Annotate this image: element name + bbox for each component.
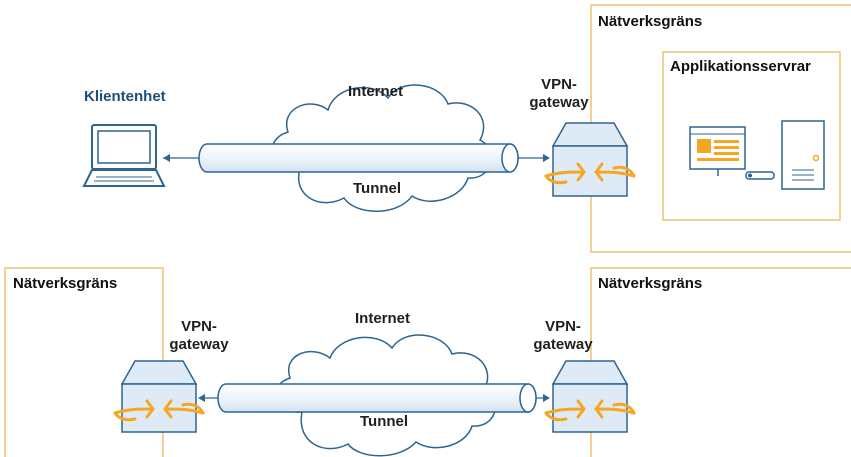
vpn-gateway-label-bottom-left: VPN- gateway [164, 318, 234, 354]
vpn-gateway-label-bottom-right: VPN- gateway [528, 318, 598, 354]
laptop-icon [82, 124, 166, 187]
tunnel-pipe-icon [163, 143, 550, 173]
vpn-gateway-label-line2: gateway [533, 336, 593, 353]
vpn-gateway-label-line2: gateway [529, 94, 589, 111]
internet-label-bottom: Internet [355, 310, 411, 327]
tunnel-label-top: Tunnel [353, 180, 402, 197]
boundary-label-bottom-right: Nätverksgräns [598, 275, 703, 292]
boundary-label-top: Nätverksgräns [598, 13, 703, 30]
application-window-icon [689, 126, 775, 180]
network-boundary-box-bottom-right [590, 267, 851, 457]
vpn-gateway-icon [544, 360, 636, 433]
vpn-gateway-label-line1: VPN- [545, 318, 581, 335]
vpn-gateway-label-top: VPN- gateway [524, 76, 594, 112]
tunnel-label-bottom: Tunnel [360, 413, 409, 430]
vpn-gateway-label-line1: VPN- [181, 318, 217, 335]
vpn-gateway-icon [113, 360, 205, 433]
internet-label-top: Internet [348, 83, 404, 100]
server-tower-icon [781, 120, 825, 190]
vpn-gateway-label-line1: VPN- [541, 76, 577, 93]
app-servers-box [662, 51, 841, 221]
client-label: Klientenhet [84, 88, 166, 105]
vpn-gateway-label-line2: gateway [169, 336, 229, 353]
vpn-gateway-icon [544, 122, 636, 197]
tunnel-pipe-icon [198, 383, 550, 413]
app-servers-label: Applikationsservrar [670, 58, 811, 75]
boundary-label-bottom-left: Nätverksgräns [13, 275, 118, 292]
